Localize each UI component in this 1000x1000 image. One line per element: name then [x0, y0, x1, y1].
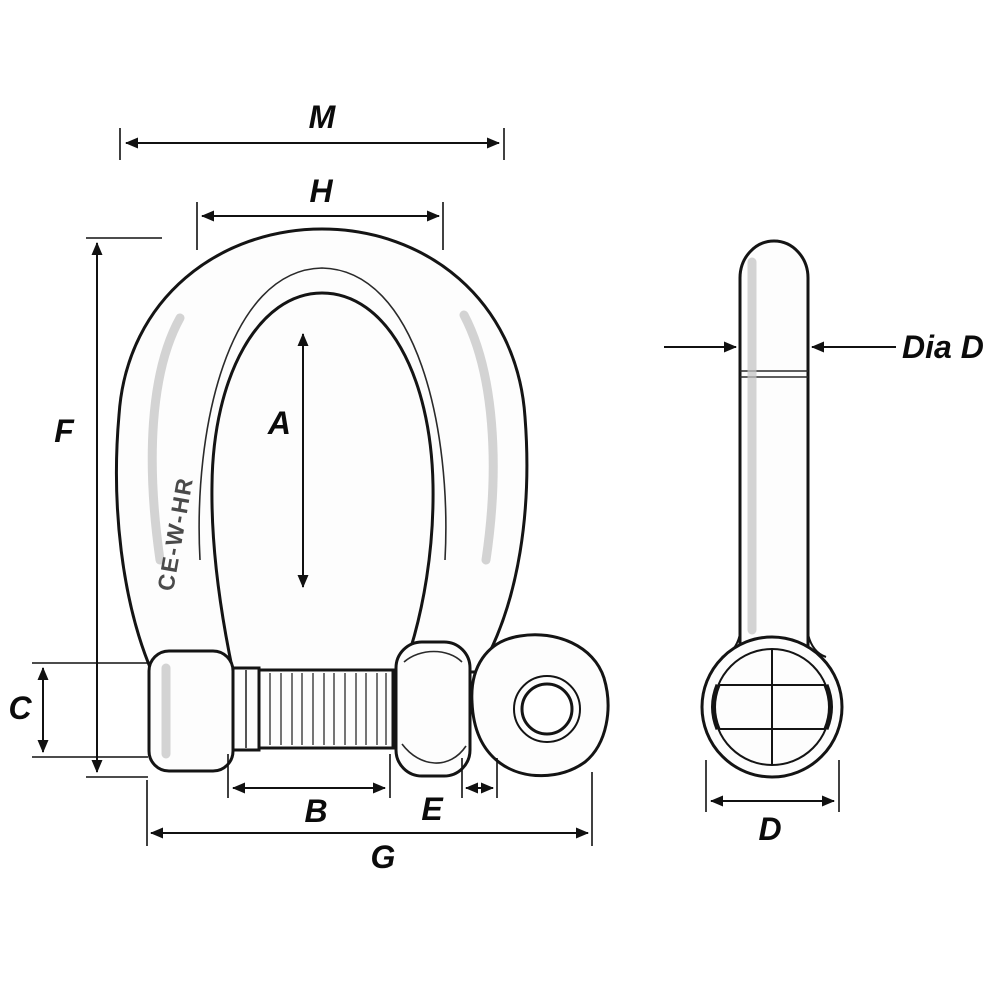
pin-eye-countersink	[513, 675, 581, 743]
dimension-m: M	[119, 99, 505, 160]
right-leg-boss-top-contour	[403, 650, 463, 663]
dim-label-g: G	[371, 839, 396, 875]
bow-shading-left	[147, 313, 185, 565]
right-leg-boss	[394, 640, 472, 778]
dim-label-e: E	[421, 791, 444, 827]
pin-side-view	[700, 239, 844, 779]
dimension-dia-d: Dia D	[664, 329, 984, 365]
dim-label-h: H	[309, 173, 333, 209]
thread-lines	[269, 673, 387, 745]
pin-threaded-shank	[257, 668, 395, 750]
dim-label-c: C	[8, 690, 32, 726]
dimension-b: B	[227, 754, 391, 829]
bow-contour-line	[198, 267, 447, 561]
dim-label-b: B	[304, 793, 327, 829]
dimension-a: A	[267, 333, 309, 588]
dimension-g: G	[146, 772, 593, 875]
dimension-h: H	[196, 173, 444, 250]
bow-shading-right	[459, 310, 498, 565]
pin-shank-side	[738, 239, 810, 648]
pin-eye-hole	[520, 682, 574, 736]
dim-label-f: F	[54, 413, 75, 449]
pin-ear-right	[807, 633, 827, 658]
dimension-f: F	[54, 237, 162, 778]
shackle-front-view: CE-W-HR	[115, 227, 610, 778]
dimension-c: C	[8, 662, 148, 758]
dim-label-m: M	[309, 99, 337, 135]
pin-eye-crescent-right	[823, 684, 833, 730]
right-leg-boss-bottom-contour	[401, 743, 467, 764]
dimension-d: D	[705, 760, 840, 847]
bow-opening	[210, 291, 435, 674]
dim-label-a: A	[267, 405, 291, 441]
dimension-e: E	[421, 758, 498, 827]
dim-label-d: D	[758, 811, 781, 847]
dim-label-dia-d: Dia D	[902, 329, 984, 365]
pin-eye-crescent-left	[711, 684, 721, 730]
